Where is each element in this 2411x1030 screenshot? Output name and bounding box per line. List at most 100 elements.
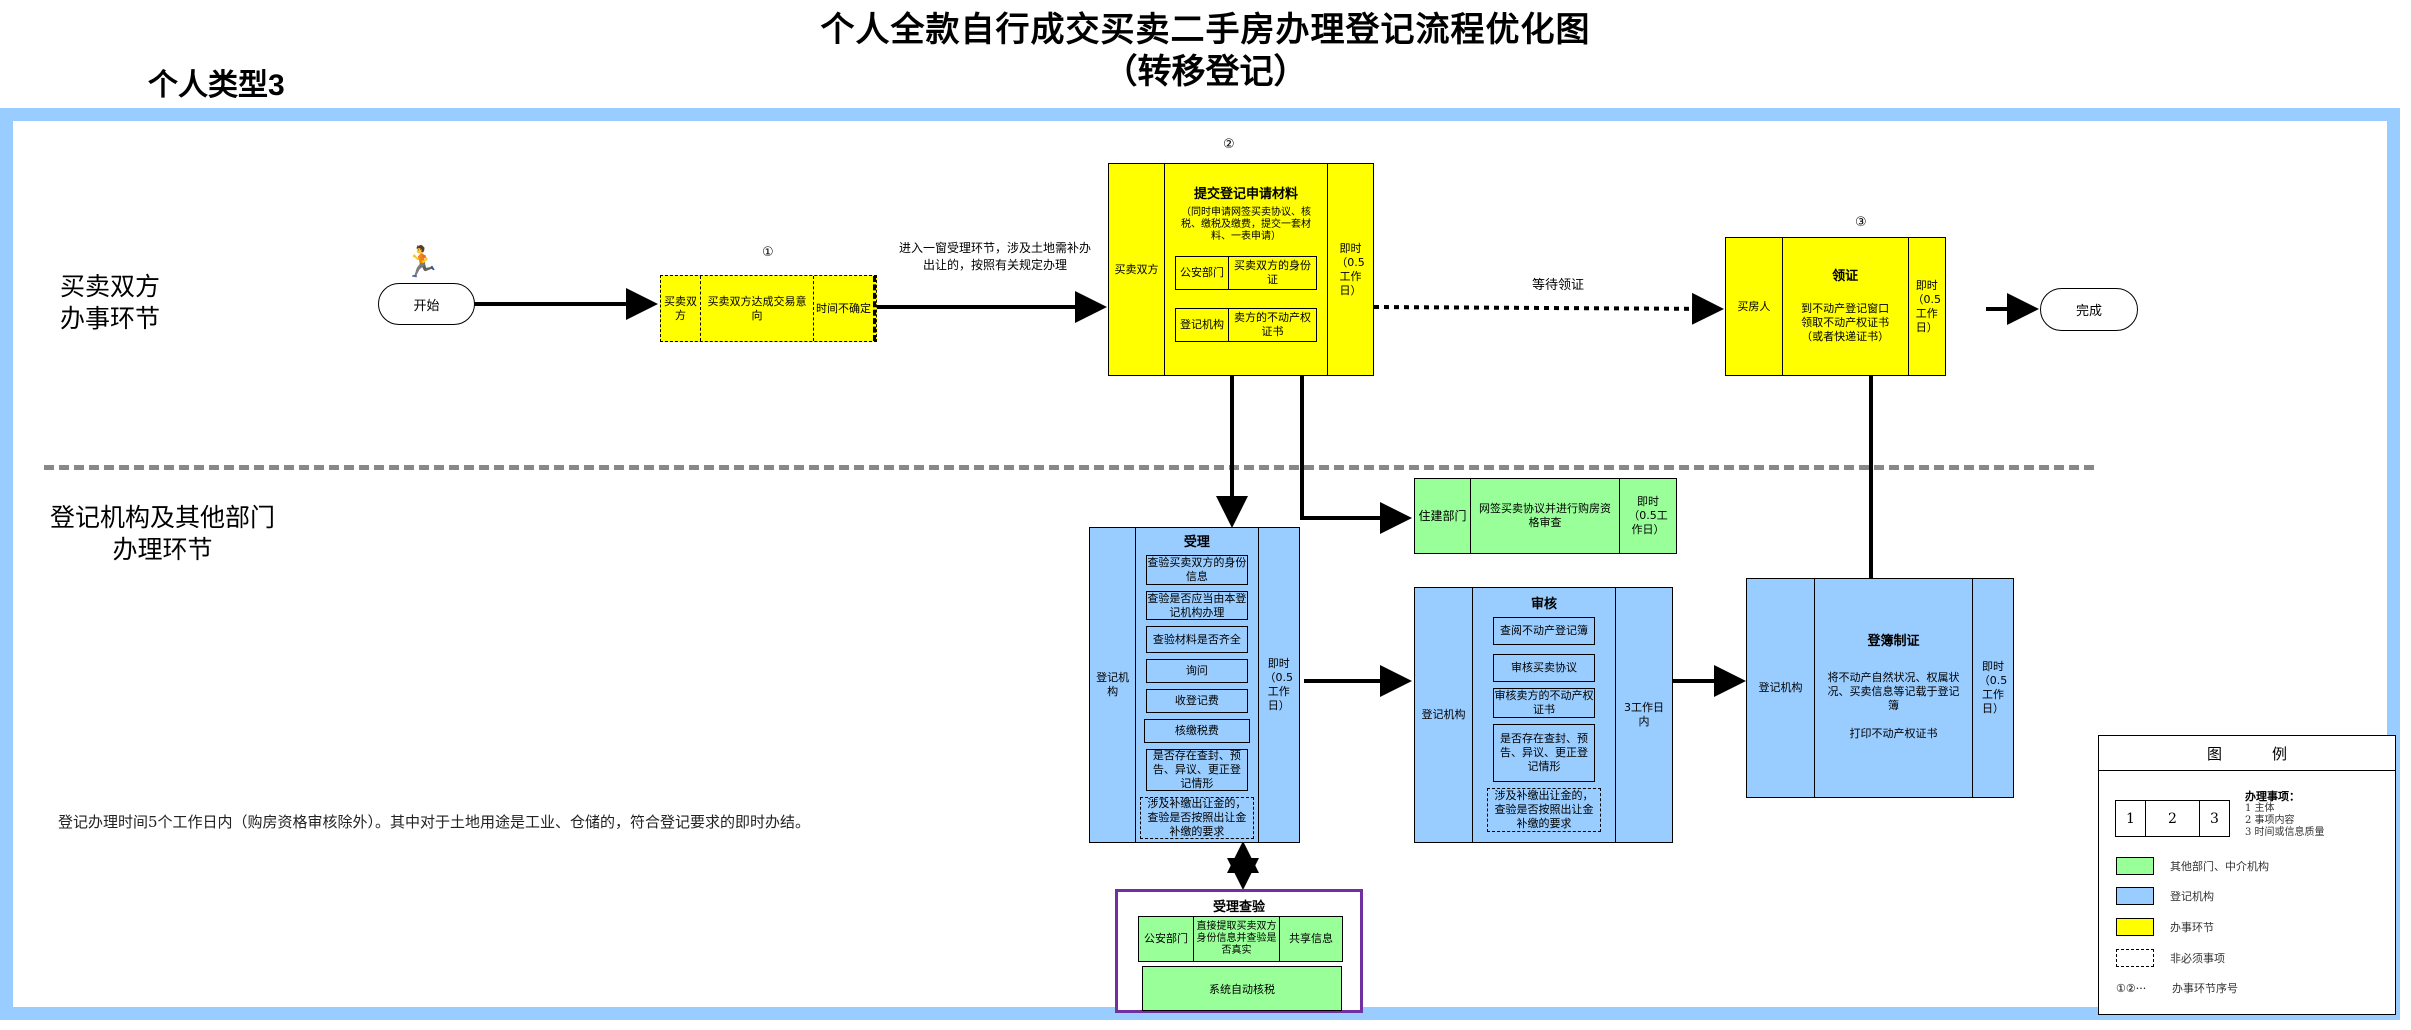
legend-entry-label: 办事环节序号 — [2172, 982, 2238, 995]
legend-item-key: 办理事项： 1 主体 2 事项内容 3 时间或信息质量 — [2245, 791, 2325, 839]
legend-title: 图例 — [2099, 736, 2395, 771]
verify-row: 公安部门 直接提取买卖双方身份信息并查验是否真实 共享信息 — [1138, 916, 1343, 962]
verify-dept: 公安部门 — [1139, 917, 1194, 961]
accept-item: 查验材料是否齐全 — [1145, 626, 1248, 654]
legend-item-line: 2 事项内容 — [2245, 815, 2295, 826]
lane-label-line: 买卖双方 — [60, 272, 161, 301]
timing-footnote: 登记办理时间5个工作日内（购房资格审核除外）。其中对于土地用途是工业、仓储的，符… — [58, 813, 811, 831]
step2-time: 即时（0.5工作日） — [1336, 241, 1365, 297]
accept-content: 受理 查验买卖双方的身份信息 查验是否应当由本登记机构办理 查验材料是否齐全 询… — [1136, 528, 1259, 842]
step2-actor: 买卖双方 — [1109, 164, 1165, 375]
step2-row-dept: 登记机构 — [1176, 309, 1229, 341]
review-optional-item: 涉及补缴出让金的，查验是否按照出让金补缴的要求 — [1487, 788, 1601, 832]
page-subtitle: （转移登记） — [1103, 53, 1308, 91]
lane-label-line: 办事环节 — [60, 304, 161, 333]
housing-actor: 住建部门 — [1415, 479, 1471, 553]
review-item: 审核卖方的不动产权证书 — [1493, 688, 1595, 718]
register-actor: 登记机构 — [1747, 579, 1815, 797]
review-box[interactable]: 登记机构 审核 查阅不动产登记簿 审核买卖协议 审核卖方的不动产权证书 是否存在… — [1414, 587, 1673, 843]
legend-entry-label: 办事环节 — [2170, 921, 2214, 934]
legend-swatch-yellow — [2116, 918, 2154, 936]
accept-box[interactable]: 登记机构 受理 查验买卖双方的身份信息 查验是否应当由本登记机构办理 查验材料是… — [1089, 527, 1300, 843]
lane-label-line: 登记机构及其他部门 — [50, 503, 276, 532]
accept-item: 询问 — [1145, 659, 1248, 684]
legend-sample-cell: 1 — [2116, 801, 2146, 836]
accept-item: 核缴税费 — [1143, 719, 1250, 743]
step3-box[interactable]: 买房人 领证 到不动产登记窗口领取不动产权证书（或者快递证书） 即时（0.5工作… — [1725, 237, 1946, 376]
register-desc: 将不动产自然状况、权属状况、买卖信息等记载于登记簿 — [1827, 671, 1960, 712]
step1-box[interactable]: 买卖双方 买卖双方达成交易意向 时间不确定 — [660, 275, 877, 342]
arrow-step2-to-housing — [1300, 375, 1412, 534]
legend-entry-label: 非必须事项 — [2170, 952, 2225, 965]
step3-content: 领证 到不动产登记窗口领取不动产权证书（或者快递证书） — [1783, 238, 1909, 375]
step3-heading: 领证 — [1832, 268, 1859, 284]
legend-entry-label: 登记机构 — [2170, 890, 2214, 903]
review-content: 审核 查阅不动产登记簿 审核买卖协议 审核卖方的不动产权证书 是否存在查封、预告… — [1473, 588, 1616, 842]
sequence-marker-1: ① — [762, 245, 774, 260]
arrow-note-window-acceptance: 进入一窗受理环节，涉及土地需补办出让的，按照有关规定办理 — [898, 241, 1091, 272]
review-heading: 审核 — [1530, 597, 1557, 612]
legend-sample-box: 1 2 3 — [2115, 800, 2230, 837]
accept-item: 是否存在查封、预告、异议、更正登记情形 — [1145, 749, 1248, 791]
step2-desc: （同时申请网签买卖协议、核税、缴税及缴费，提交一套材料、一表申请） — [1181, 207, 1311, 242]
register-box[interactable]: 登记机构 登簿制证 将不动产自然状况、权属状况、买卖信息等记载于登记簿 打印不动… — [1746, 578, 2014, 798]
start-terminal[interactable]: 开始 — [378, 283, 475, 325]
step2-row-item: 买卖双方的身份证 — [1234, 259, 1311, 286]
legend-sample-cell: 2 — [2146, 801, 2200, 836]
review-item: 查阅不动产登记簿 — [1493, 617, 1595, 645]
step1-actor: 买卖双方 — [661, 276, 701, 341]
step2-heading: 提交登记申请材料 — [1193, 187, 1298, 202]
legend-swatch-dashed — [2116, 949, 2154, 967]
register-print: 打印不动产权证书 — [1849, 727, 1938, 740]
legend-item-line: 1 主体 — [2245, 803, 2275, 814]
step3-actor: 买房人 — [1726, 238, 1783, 375]
legend-swatch-blue — [2116, 887, 2154, 905]
verify-info: 共享信息 — [1289, 932, 1333, 945]
accept-actor: 登记机构 — [1090, 528, 1137, 842]
verify-content: 直接提取买卖双方身份信息并查验是否真实 — [1194, 917, 1280, 961]
step1-content: 买卖双方达成交易意向 — [701, 276, 814, 341]
legend-item-line: 3 时间或信息质量 — [2245, 827, 2325, 838]
process-type-label: 个人类型3 — [148, 69, 285, 102]
accept-item: 查验是否应当由本登记机构办理 — [1145, 591, 1248, 620]
diagram-frame — [0, 108, 2400, 1020]
verify-group[interactable]: 受理查验 公安部门 直接提取买卖双方身份信息并查验是否真实 共享信息 系统自动核… — [1115, 889, 1363, 1013]
legend-entry-sequence: ①②··· 办事环节序号 — [2116, 980, 2238, 996]
legend-entry-optional: 非必须事项 — [2116, 949, 2225, 967]
step2-content: 提交登记申请材料 （同时申请网签买卖协议、核税、缴税及缴费，提交一套材料、一表申… — [1165, 164, 1328, 375]
runner-figure-icon: 🏃 — [403, 245, 441, 280]
register-heading: 登簿制证 — [1867, 634, 1920, 649]
lane-label-parties: 买卖双方 办事环节 — [60, 271, 160, 335]
accept-heading: 受理 — [1183, 535, 1210, 550]
verify-heading: 受理查验 — [1212, 900, 1265, 915]
step3-time: 即时（0.5工作日） — [1912, 278, 1942, 334]
legend-entry-label: 其他部门、中介机构 — [2170, 860, 2269, 873]
review-actor: 登记机构 — [1415, 588, 1473, 842]
legend-sequence-symbols: ①②··· — [2116, 981, 2147, 995]
end-terminal[interactable]: 完成 — [2040, 288, 2138, 331]
housing-content: 网签买卖协议并进行购房资格审查 — [1471, 479, 1620, 553]
step2-row-dept: 公安部门 — [1176, 257, 1229, 289]
lane-label-line: 办理环节 — [112, 535, 213, 564]
lane-label-agencies: 登记机构及其他部门 办理环节 — [50, 502, 275, 566]
register-time: 即时（0.5工作日） — [1978, 660, 2008, 715]
review-time: 3工作日内 — [1624, 701, 1664, 728]
sequence-marker-3: ③ — [1855, 215, 1867, 230]
legend-entry-other-dept: 其他部门、中介机构 — [2116, 857, 2269, 875]
legend-sample-cells: 1 2 3 — [2115, 800, 2230, 837]
wait-for-certificate-label: 等待领证 — [1532, 278, 1585, 293]
register-content: 登簿制证 将不动产自然状况、权属状况、买卖信息等记载于登记簿 打印不动产权证书 — [1815, 579, 1973, 797]
step1-time: 时间不确定 — [814, 276, 876, 341]
step2-box[interactable]: 买卖双方 提交登记申请材料 （同时申请网签买卖协议、核税、缴税及缴费，提交一套材… — [1108, 163, 1374, 376]
legend-sample-cell: 3 — [2210, 810, 2219, 827]
housing-dept-box[interactable]: 住建部门 网签买卖协议并进行购房资格审查 即时（0.5工作日） — [1414, 478, 1677, 554]
accept-item: 查验买卖双方的身份信息 — [1145, 555, 1248, 585]
step2-row: 登记机构 卖方的不动产权证书 — [1175, 308, 1317, 342]
step3-desc: 到不动产登记窗口领取不动产权证书（或者快递证书） — [1801, 301, 1890, 343]
arrow-step2-to-step3-dotted — [1373, 292, 1724, 325]
review-item: 是否存在查封、预告、异议、更正登记情形 — [1493, 724, 1595, 782]
review-item: 审核买卖协议 — [1493, 654, 1595, 682]
legend-entry-step: 办事环节 — [2116, 918, 2214, 936]
legend: 图例 1 2 3 办理事项： 1 主体 2 事项内容 3 时间或信息质量 其他部… — [2098, 735, 2396, 1015]
